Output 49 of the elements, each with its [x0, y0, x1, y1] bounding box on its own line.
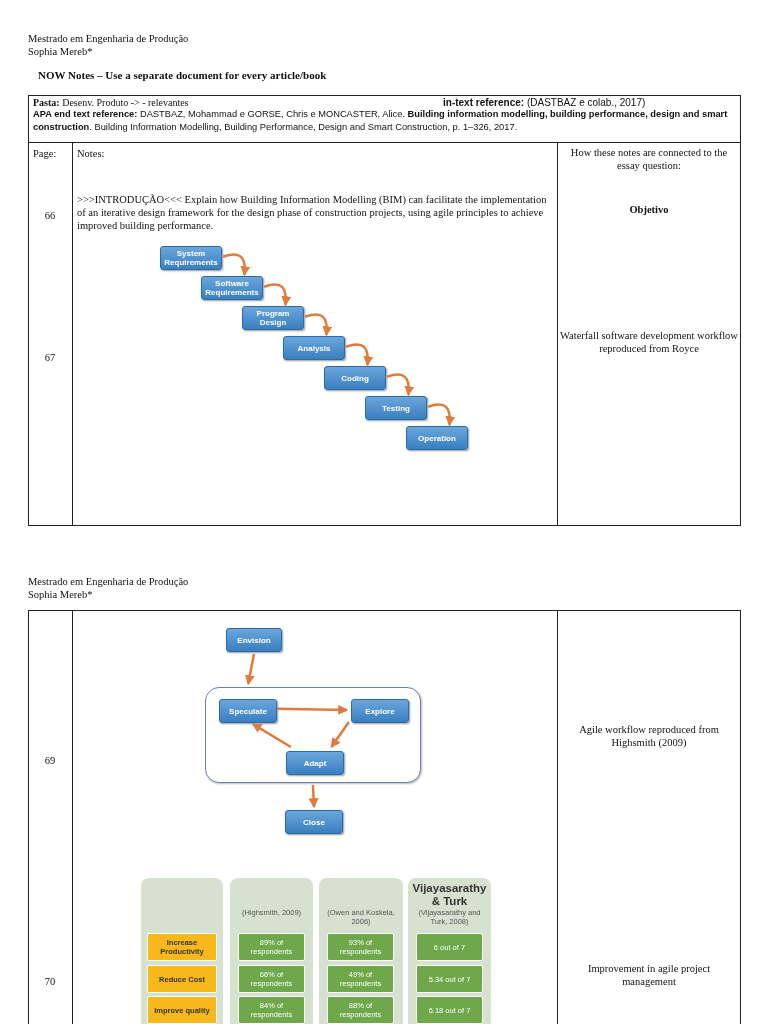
process-box: Close	[285, 810, 343, 834]
reference-field: Pasta: Desenv. Produto -> - relevantes	[33, 96, 433, 109]
process-box: Envision	[226, 628, 282, 652]
process-box: Program Design	[242, 306, 304, 330]
note-comment: Improvement in agile project management	[586, 962, 712, 988]
arrow	[345, 343, 374, 367]
arrow	[276, 704, 349, 715]
column-panel	[230, 878, 313, 1024]
arrow	[244, 653, 256, 686]
arrow	[251, 722, 292, 749]
document-title: NOW Notes – Use a separate document for every article/book	[38, 69, 328, 82]
arrow	[308, 784, 319, 809]
column-header: How these notes are connected to the essay question:	[569, 146, 729, 172]
arrow	[222, 253, 251, 277]
process-box: Software Requirements	[201, 276, 263, 300]
iteration-loop-box	[205, 687, 421, 783]
process-box: Coding	[324, 366, 386, 390]
page-number: 67	[43, 351, 57, 364]
column-panel	[408, 878, 491, 1024]
reference-field: APA end text reference: DASTBAZ, Mohammad e GORSE, Chris e MONCASTER, Alice. Building information modelling, building performance, design and smart construction. Building Information Modelling, Building Performance, Design and Smart Construction, p. 1–326, 2017.	[33, 108, 737, 134]
header-text: Sophia Mereb*	[28, 45, 94, 58]
column-panel	[141, 878, 223, 1024]
column-panel	[319, 878, 403, 1024]
header-text: Sophia Mereb*	[28, 588, 94, 601]
header-text: Mestrado em Engenharia de Produção	[28, 32, 190, 45]
page-number: 66	[43, 209, 57, 222]
note-comment: Objetivo	[628, 203, 670, 216]
arrow	[304, 313, 333, 337]
process-box: Operation	[406, 426, 468, 450]
note-comment: Waterfall software development workflow reproduced from Royce	[560, 329, 738, 355]
page-number: 70	[43, 975, 57, 988]
process-box: Explore	[351, 699, 409, 723]
note-comment: Agile workflow reproduced from Highsmith (2009)	[578, 723, 720, 749]
column-heading: Vijayasarathy & Turk	[411, 882, 488, 908]
process-box: System Requirements	[160, 246, 222, 270]
note-paragraph: >>>INTRODUÇÃO<<< Explain how Building Information Modelling (BIM) can facilitate the implementation of an iterative design framework for the design phase of construction projects, using agile principles to achieve improved building performance.	[77, 193, 548, 232]
process-box: Adapt	[286, 751, 344, 775]
reference-field: in-text reference: (DASTBAZ e colab., 2017)	[443, 96, 738, 109]
arrow	[263, 283, 292, 307]
page-number: 69	[43, 754, 57, 767]
arrow	[330, 721, 350, 748]
process-box: Analysis	[283, 336, 345, 360]
arrow	[386, 373, 415, 397]
header-text: Mestrado em Engenharia de Produção	[28, 575, 190, 588]
process-box: Testing	[365, 396, 427, 420]
column-header: Page:	[33, 147, 58, 160]
arrow	[427, 403, 456, 427]
column-header: Notes:	[77, 147, 106, 160]
process-box: Speculate	[219, 699, 277, 723]
